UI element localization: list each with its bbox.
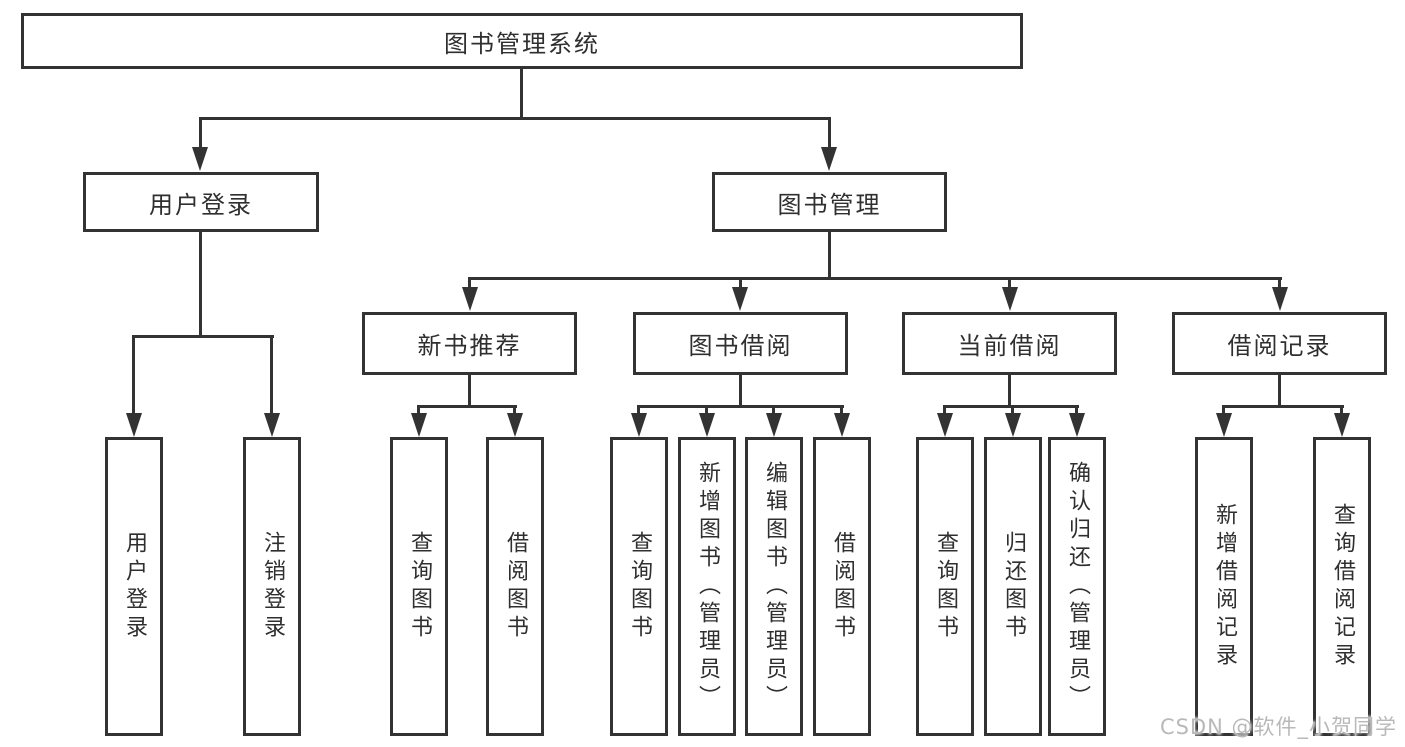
connector-line	[705, 405, 708, 415]
arrow-down-icon	[507, 413, 523, 437]
connector-line	[1011, 405, 1014, 415]
connector-line	[1278, 375, 1281, 405]
arrow-down-icon	[1272, 287, 1288, 311]
connector-line	[739, 277, 742, 289]
connector-line	[513, 405, 516, 415]
node-book-management: 图书管理	[712, 172, 947, 232]
arrow-down-icon	[631, 413, 647, 437]
leaf-return-books: 归还图书	[984, 437, 1042, 736]
leaf-edit-books-admin: 编辑图书（管理员）	[745, 437, 803, 736]
leaf-query-books-recommend: 查询图书	[390, 437, 448, 736]
leaf-borrow-books-recommend: 借阅图书	[486, 437, 544, 736]
leaf-confirm-return-admin: 确认归还（管理员）	[1048, 437, 1106, 736]
node-book-borrowing: 图书借阅	[633, 312, 848, 375]
connector-line	[132, 335, 135, 415]
watermark: CSDN @软件_小贺同学	[1160, 715, 1398, 739]
leaf-query-books-current: 查询图书	[916, 437, 974, 736]
connector-line	[772, 405, 775, 415]
arrow-down-icon	[937, 413, 953, 437]
leaf-add-borrow-record: 新增借阅记录	[1195, 437, 1253, 736]
connector-line	[1008, 375, 1011, 405]
connector-line	[1222, 405, 1225, 415]
arrow-down-icon	[834, 413, 850, 437]
connector-line	[417, 405, 420, 415]
leaf-query-books-borrowing: 查询图书	[610, 437, 668, 736]
connector-line	[468, 277, 1282, 280]
connector-line	[199, 117, 202, 149]
arrow-down-icon	[1005, 413, 1021, 437]
connector-line	[828, 117, 831, 149]
connector-line	[840, 405, 843, 415]
connector-line	[1008, 277, 1011, 289]
connector-line	[199, 232, 202, 335]
connector-line	[1340, 405, 1343, 415]
node-borrowing-records: 借阅记录	[1172, 312, 1387, 375]
arrow-down-icon	[462, 287, 478, 311]
connector-line	[468, 375, 471, 405]
arrow-down-icon	[192, 147, 208, 171]
connector-line	[637, 405, 844, 408]
leaf-add-books-admin: 新增图书（管理员）	[678, 437, 736, 736]
arrow-down-icon	[1334, 413, 1350, 437]
node-current-borrowing: 当前借阅	[902, 312, 1117, 375]
arrow-down-icon	[264, 413, 280, 437]
arrow-down-icon	[821, 147, 837, 171]
arrow-down-icon	[1069, 413, 1085, 437]
leaf-user-login: 用户登录	[105, 437, 163, 736]
connector-line	[943, 405, 946, 415]
connector-line	[270, 335, 273, 415]
leaf-borrow-books: 借阅图书	[813, 437, 871, 736]
arrow-down-icon	[732, 287, 748, 311]
arrow-down-icon	[1002, 287, 1018, 311]
connector-line	[417, 405, 517, 408]
arrow-down-icon	[766, 413, 782, 437]
connector-line	[637, 405, 640, 415]
node-user-login: 用户登录	[83, 172, 319, 232]
connector-line	[1222, 405, 1344, 408]
connector-line	[739, 375, 742, 405]
connector-line	[468, 277, 471, 289]
arrow-down-icon	[411, 413, 427, 437]
connector-line	[132, 335, 274, 338]
arrow-down-icon	[126, 413, 142, 437]
leaf-logout: 注销登录	[243, 437, 301, 736]
leaf-query-borrow-record: 查询借阅记录	[1313, 437, 1371, 736]
arrow-down-icon	[699, 413, 715, 437]
arrow-down-icon	[1216, 413, 1232, 437]
connector-line	[828, 232, 831, 277]
connector-line	[1278, 277, 1281, 289]
node-library-management-system: 图书管理系统	[21, 13, 1023, 69]
connector-line	[1075, 405, 1078, 415]
connector-line	[199, 117, 831, 120]
node-new-book-recommendation: 新书推荐	[362, 312, 577, 375]
connector-line	[520, 69, 523, 117]
